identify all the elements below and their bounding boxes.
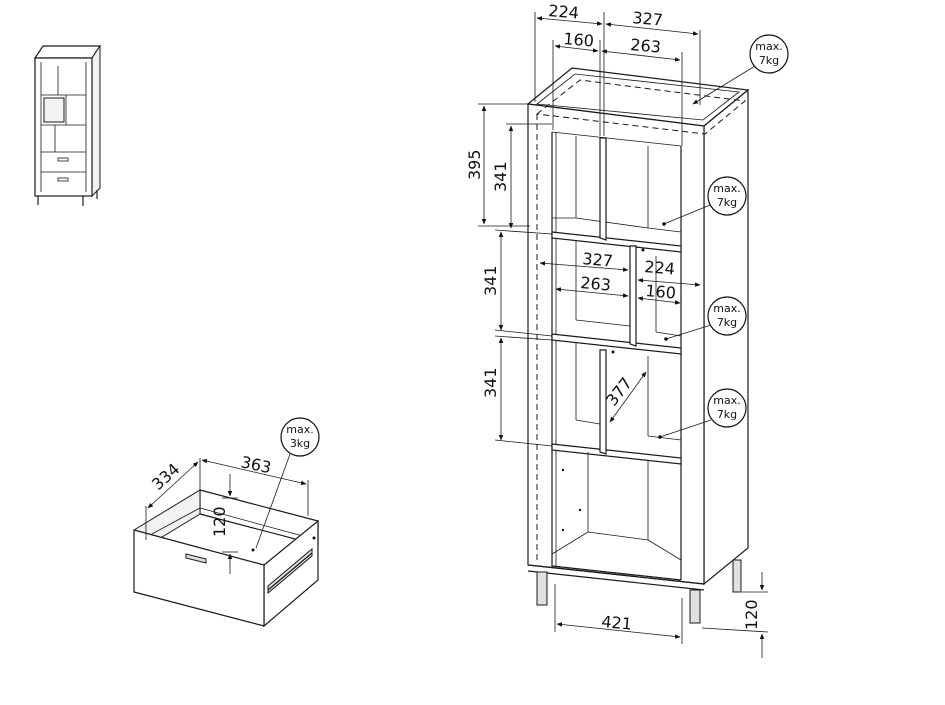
load-badge-drawer: max. 3kg (255, 417, 320, 549)
badge-shelf2-line2: 7kg (717, 316, 737, 329)
dim-drawer-width: 363 (239, 452, 273, 477)
dim-leg-height: 120 (742, 599, 761, 630)
dim-base-width: 421 (601, 612, 633, 634)
badge-shelf1-line1: max. (713, 182, 740, 195)
dim-top-inner-right: 263 (630, 35, 662, 57)
dim-mid-width-right-inner: 263 (580, 273, 612, 295)
badge-top-line2: 7kg (759, 54, 779, 67)
dim-mid-width-right: 327 (582, 249, 614, 271)
badge-shelf1-line2: 7kg (717, 196, 737, 209)
dim-top-inner-left: 160 (563, 29, 595, 51)
dim-height-lower: 341 (481, 367, 500, 398)
dim-height-top-inner: 341 (491, 161, 510, 192)
load-badge-shelf1: max. 7kg (662, 176, 747, 226)
badge-shelf3-line2: 7kg (717, 408, 737, 421)
badge-drawer-line2: 3kg (290, 437, 310, 450)
badge-shelf2-line1: max. (713, 302, 740, 315)
dim-drawer-height: 120 (210, 506, 229, 537)
main-cabinet (526, 67, 750, 591)
dim-height-top-outer: 395 (465, 149, 484, 180)
cabinet-legs (536, 559, 742, 624)
dim-top-width-right: 327 (632, 8, 664, 30)
badge-shelf3-line1: max. (713, 394, 740, 407)
dim-height-mid: 341 (481, 265, 500, 296)
main-dimension-labels: 224 327 160 263 395 341 341 341 327 263 … (465, 1, 761, 634)
load-badge-shelf2: max. 7kg (664, 296, 747, 341)
dim-drawer-depth: 334 (148, 459, 183, 494)
load-badge-shelf3: max. 7kg (658, 388, 747, 439)
load-badge-top: max. 7kg (692, 34, 789, 105)
thumbnail-cabinet (33, 44, 102, 206)
badge-drawer-line1: max. (286, 423, 313, 436)
main-dimension-lines (478, 12, 769, 658)
badge-top-line1: max. (755, 40, 782, 53)
drawer-dimension-lines (145, 458, 309, 574)
dim-mid-small-inner: 160 (645, 281, 677, 303)
dim-mid-small-width: 224 (644, 257, 676, 279)
dim-top-width-full: 224 (548, 1, 580, 23)
